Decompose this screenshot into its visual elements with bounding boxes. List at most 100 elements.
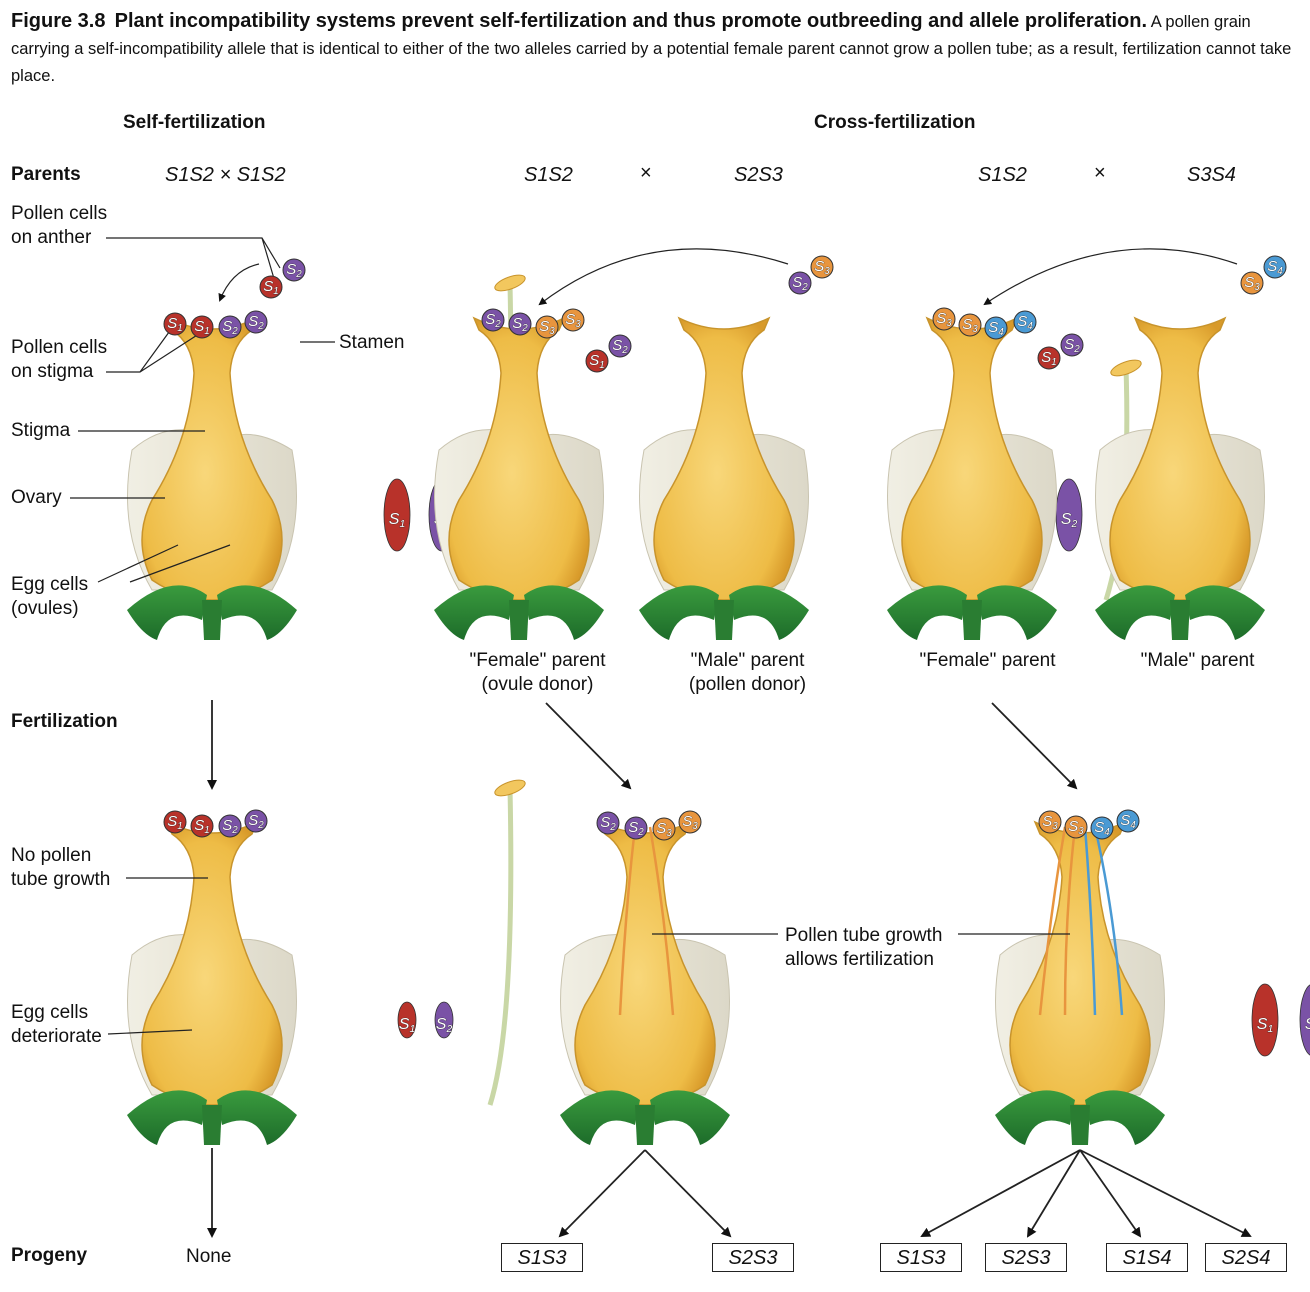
- pollen-grain: [190, 315, 214, 339]
- pollen-grain: [561, 308, 585, 332]
- pollen-grain: [984, 316, 1008, 340]
- label-stigma: Stigma: [11, 420, 71, 441]
- genotype-cross2-female: S1S2: [978, 164, 1027, 186]
- flower: S1S2: [560, 820, 1310, 1145]
- role-female-parent-1: "Female" parent (ovule donor): [469, 650, 606, 695]
- stem: [1070, 1105, 1090, 1145]
- stem: [962, 600, 982, 640]
- label-pollen-stigma: Pollen cells on stigma: [11, 337, 108, 382]
- progeny-box: S2S4: [1205, 1243, 1287, 1272]
- progeny-genotype: S1S3: [517, 1247, 567, 1269]
- allele-label: S2: [612, 337, 628, 355]
- stem: [1170, 600, 1190, 640]
- allele-label: S2: [1305, 1016, 1310, 1035]
- pollen-grain: [218, 315, 242, 339]
- pollen-grain: [1038, 810, 1062, 834]
- progeny-genotype: S1S4: [1122, 1247, 1172, 1269]
- leaf: [995, 1090, 1075, 1145]
- pollen-grain: [624, 816, 648, 840]
- pollen-grain: [1060, 333, 1084, 357]
- leaf: [639, 585, 719, 640]
- progeny-genotype: S1S3: [896, 1247, 946, 1269]
- progeny-box: S1S3: [501, 1243, 583, 1272]
- pollen-tube: [618, 826, 637, 1016]
- pollen-grain: [932, 307, 956, 331]
- pollen-grain: [652, 817, 676, 841]
- pollen-tube: [648, 826, 675, 1016]
- egg-cell: [383, 478, 411, 552]
- figure-body-text: A pollen grain carrying a self-incompati…: [11, 13, 1292, 85]
- leaf: [434, 585, 514, 640]
- pollen-grain: [1013, 310, 1037, 334]
- pollen-grain: [958, 313, 982, 337]
- header-cross-fertilization: Cross-fertilization: [814, 112, 976, 133]
- row-label-parents: Parents: [11, 164, 81, 185]
- pollen-tube: [1083, 826, 1097, 1016]
- label-eggs-deteriorate: Egg cells deteriorate: [11, 1002, 102, 1047]
- pollen-grain: [163, 312, 187, 336]
- pollen-grain: [508, 312, 532, 336]
- genotype-self-cross: S1S2 × S1S2: [165, 164, 286, 186]
- progeny-genotype: S2S4: [1221, 1247, 1271, 1269]
- leaf: [729, 585, 809, 640]
- cross-symbol-1: ×: [640, 162, 652, 184]
- pollen-grain: [244, 809, 268, 833]
- header-self-fertilization: Self-fertilization: [123, 112, 266, 133]
- label-pollen-tube-growth: Pollen tube growth allows fertilization: [785, 925, 943, 970]
- stamen-filament: [487, 787, 514, 1106]
- stem: [635, 1105, 655, 1145]
- row-label-progeny: Progeny: [11, 1245, 88, 1266]
- pollen-grain: [1064, 815, 1088, 839]
- anther: [494, 779, 526, 797]
- pollen-grain: [678, 810, 702, 834]
- leaf: [977, 585, 1057, 640]
- pollen-grain: [535, 315, 559, 339]
- leaf: [1095, 585, 1175, 640]
- pollen-tube: [1038, 826, 1067, 1016]
- leaf: [650, 1090, 730, 1145]
- flower: S3S4: [1095, 316, 1265, 640]
- progeny-box: S2S3: [985, 1243, 1067, 1272]
- egg-cell: [397, 1001, 417, 1039]
- pollen-grain: [259, 275, 283, 299]
- stem: [714, 600, 734, 640]
- pollen-grain: [788, 271, 812, 295]
- leaf: [1085, 1090, 1165, 1145]
- leaf: [127, 1090, 207, 1145]
- figure-label: Figure 3.8: [11, 10, 106, 32]
- label-egg-cells: Egg cells (ovules): [11, 574, 89, 619]
- pollen-tube: [1093, 826, 1124, 1016]
- label-no-pollen-tube: No pollen tube growth: [11, 845, 111, 890]
- progeny-genotype: S2S3: [728, 1247, 778, 1269]
- figure-caption: Figure 3.8 Plant incompatibility systems…: [11, 8, 1301, 90]
- pollen-grain: [810, 255, 834, 279]
- pollen-grain: [1116, 809, 1140, 833]
- figure-title: Plant incompatibility systems prevent se…: [114, 10, 1148, 32]
- genotype-cross2-male: S3S4: [1187, 164, 1236, 186]
- stem: [202, 600, 222, 640]
- leaf: [127, 585, 207, 640]
- role-female-parent-2: "Female" parent: [919, 650, 1056, 671]
- stem: [202, 1105, 222, 1145]
- flower: S2S3: [639, 316, 809, 640]
- pollen-grain: [1090, 816, 1114, 840]
- anther: [1110, 359, 1142, 377]
- connector-lines: [70, 237, 1252, 1238]
- pollen-tube: [1063, 826, 1077, 1016]
- label-stamen: Stamen: [339, 332, 405, 353]
- anther: [494, 274, 526, 292]
- allele-label: S1: [194, 318, 209, 336]
- pollen-grain: [1037, 346, 1061, 370]
- pollen-grain: [163, 810, 187, 834]
- pollen-grain: [585, 349, 609, 373]
- role-male-parent-2: "Male" parent: [1140, 650, 1255, 671]
- leaf: [217, 585, 297, 640]
- progeny-box: S2S3: [712, 1243, 794, 1272]
- pollen-grain: [218, 814, 242, 838]
- cross-symbol-2: ×: [1094, 162, 1106, 184]
- leaf: [887, 585, 967, 640]
- genotype-cross1-male: S2S3: [734, 164, 783, 186]
